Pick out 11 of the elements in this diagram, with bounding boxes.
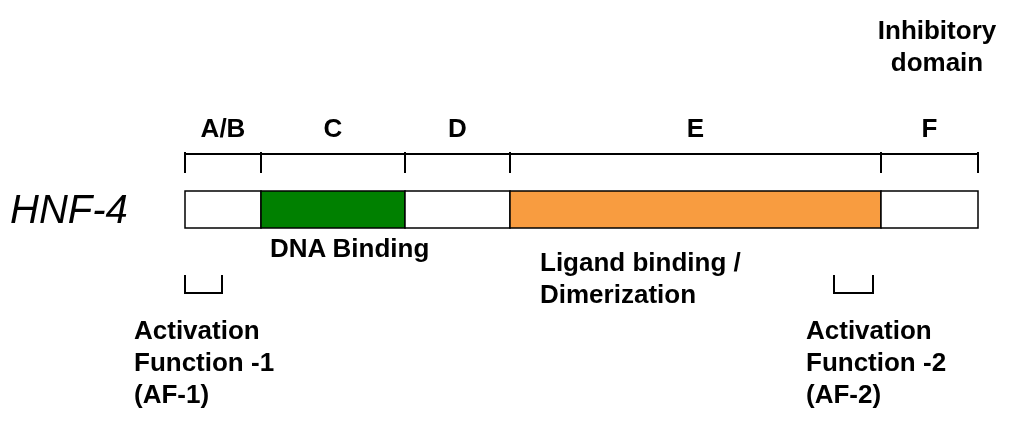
domain-letter: F	[920, 112, 939, 144]
region-label: Ligand binding / Dimerization	[540, 246, 742, 310]
domain-letter: E	[685, 112, 706, 144]
region-label: DNA Binding	[270, 232, 431, 264]
region-label: Activation Function -1 (AF-1)	[134, 314, 276, 410]
protein-name: HNF-4	[10, 186, 129, 232]
domain-letter: A/B	[199, 112, 247, 144]
domain-letter: C	[322, 112, 344, 144]
domain-label: Inhibitory domain	[876, 14, 998, 78]
domain-letter: D	[447, 112, 468, 144]
region-label: Activation Function -2 (AF-2)	[806, 314, 948, 410]
